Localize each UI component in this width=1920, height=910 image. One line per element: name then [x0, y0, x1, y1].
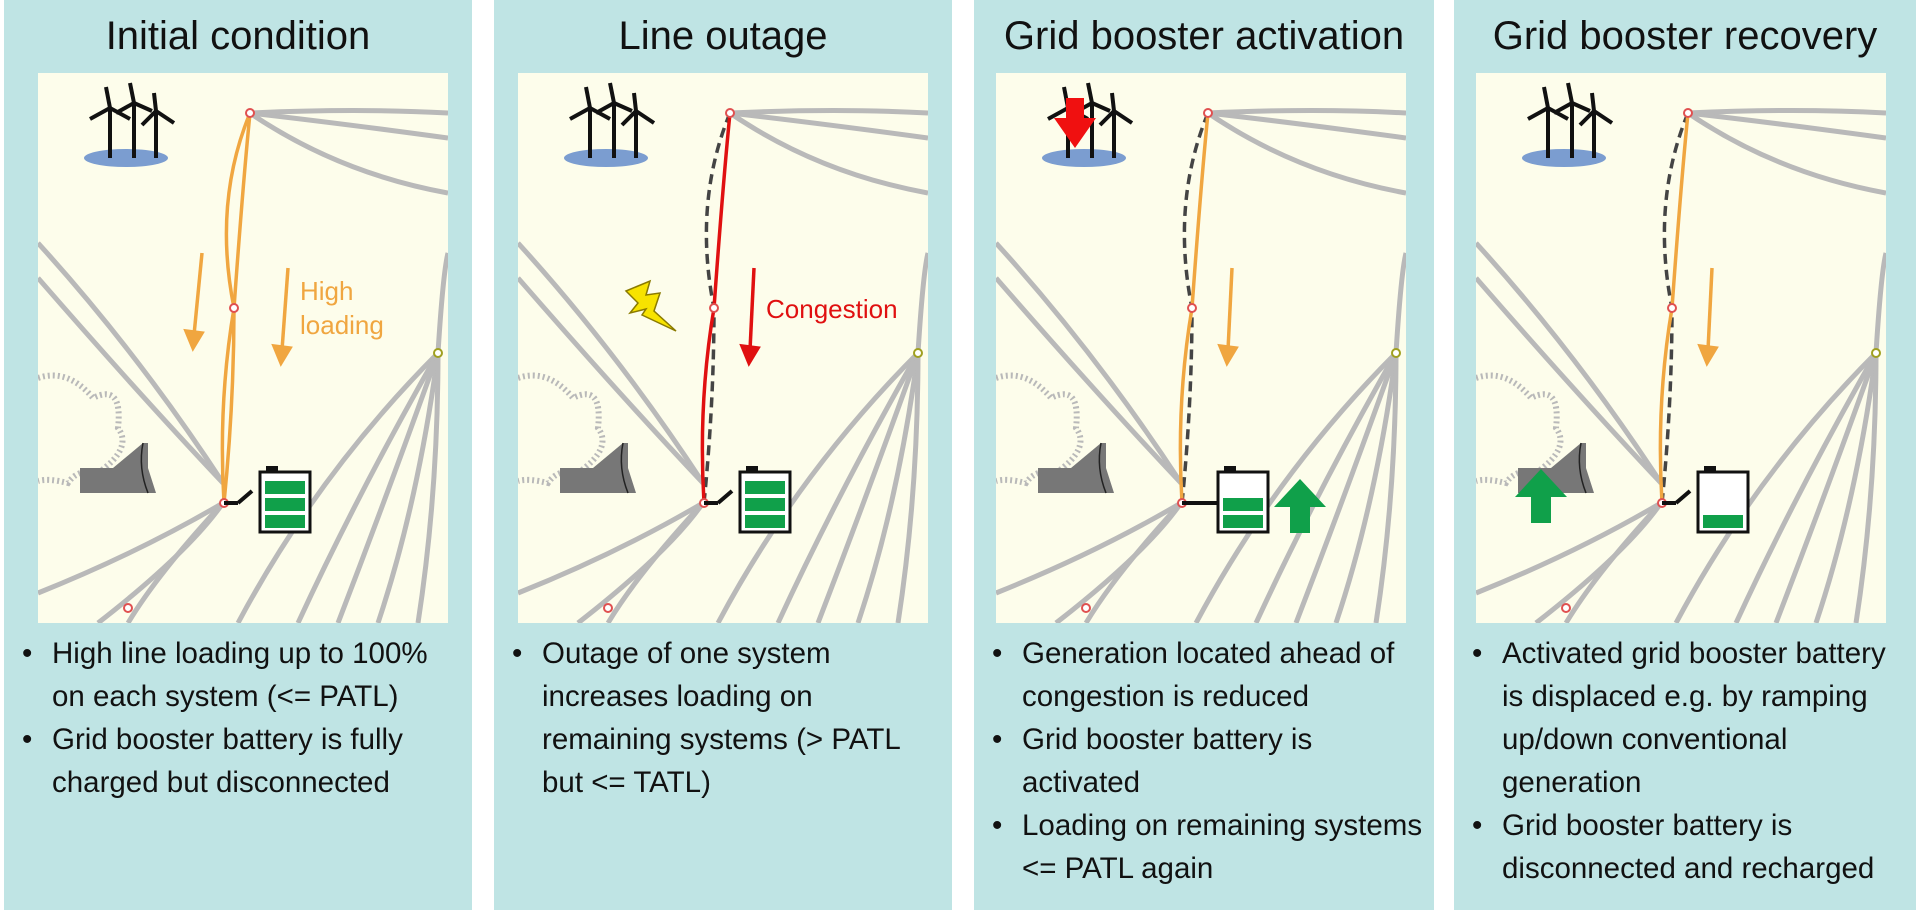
grid-scene: High loading — [38, 73, 448, 623]
battery-icon — [1216, 466, 1270, 534]
border-outline — [996, 372, 1084, 487]
bullet-list: Activated grid booster battery is displa… — [1468, 632, 1910, 890]
grid-scene: Congestion — [518, 73, 928, 623]
background-grid-lines — [518, 108, 928, 623]
border-outline — [38, 372, 126, 487]
panel-initial-condition: Initial condition — [4, 0, 472, 910]
flow-arrows — [1697, 267, 1719, 367]
annotation-congestion: Congestion — [766, 294, 898, 324]
panel-title: Initial condition — [105, 14, 371, 58]
battery-icon — [1696, 466, 1750, 534]
panel-title: Grid booster recovery — [1492, 14, 1878, 58]
bullet-item: Outage of one system increases loading o… — [508, 632, 946, 804]
annotation-high-loading: High loading — [300, 276, 384, 340]
power-plant-icon — [80, 442, 156, 494]
scene: Congestion — [518, 73, 928, 623]
bullet-item: Grid booster battery is activated — [988, 718, 1428, 804]
panel-line-outage: Line outage — [494, 0, 952, 910]
bullet-list: Generation located ahead of congestion i… — [988, 632, 1428, 890]
panel-title: Line outage — [618, 14, 828, 58]
background-grid-lines — [38, 108, 448, 623]
background-grid-lines — [1476, 108, 1886, 623]
panel-title: Grid booster activation — [1003, 14, 1405, 58]
grid-scene — [1476, 73, 1886, 623]
power-plant-icon — [560, 442, 636, 494]
border-outline — [518, 372, 606, 487]
wind-turbine-icon — [1522, 82, 1614, 167]
battery-icon — [258, 466, 312, 534]
bullet-item: High line loading up to 100% on each sys… — [18, 632, 466, 718]
lightning-icon — [624, 279, 677, 332]
bullet-list: Outage of one system increases loading o… — [508, 632, 946, 804]
flow-arrows — [1217, 267, 1239, 367]
bullet-item: Loading on remaining systems <= PATL aga… — [988, 804, 1428, 890]
battery-switch — [236, 489, 254, 505]
wind-turbine-icon — [564, 82, 656, 167]
scene: High loading — [38, 73, 448, 623]
wind-turbine-icon — [84, 82, 176, 167]
bullet-list: High line loading up to 100% on each sys… — [18, 632, 466, 804]
border-outline — [1476, 372, 1564, 487]
annotation-line-2: loading — [300, 310, 384, 340]
scene — [996, 73, 1406, 623]
power-plant-icon — [1038, 442, 1114, 494]
scene — [1476, 73, 1886, 623]
bullet-item: Grid booster battery is disconnected and… — [1468, 804, 1910, 890]
wind-turbine-icon — [1042, 82, 1134, 167]
flow-arrows — [183, 252, 293, 367]
nodes — [1081, 108, 1401, 613]
panel-grid-booster-recovery: Grid booster recovery — [1454, 0, 1916, 910]
background-grid-lines — [996, 108, 1406, 623]
battery-switch — [716, 489, 734, 505]
battery-switch — [1674, 489, 1692, 505]
down-arrow-icon — [1054, 98, 1096, 148]
battery-icon — [738, 466, 792, 534]
bullet-item: Activated grid booster battery is displa… — [1468, 632, 1910, 804]
grid-scene — [996, 73, 1406, 623]
up-arrow-icon — [1515, 469, 1567, 523]
up-arrow-icon — [1274, 479, 1326, 533]
flow-arrows — [739, 267, 761, 367]
bullet-item: Grid booster battery is fully charged bu… — [18, 718, 466, 804]
annotation-line-1: High — [300, 276, 353, 306]
bullet-item: Generation located ahead of congestion i… — [988, 632, 1428, 718]
panel-grid-booster-activation: Grid booster activation — [974, 0, 1434, 910]
